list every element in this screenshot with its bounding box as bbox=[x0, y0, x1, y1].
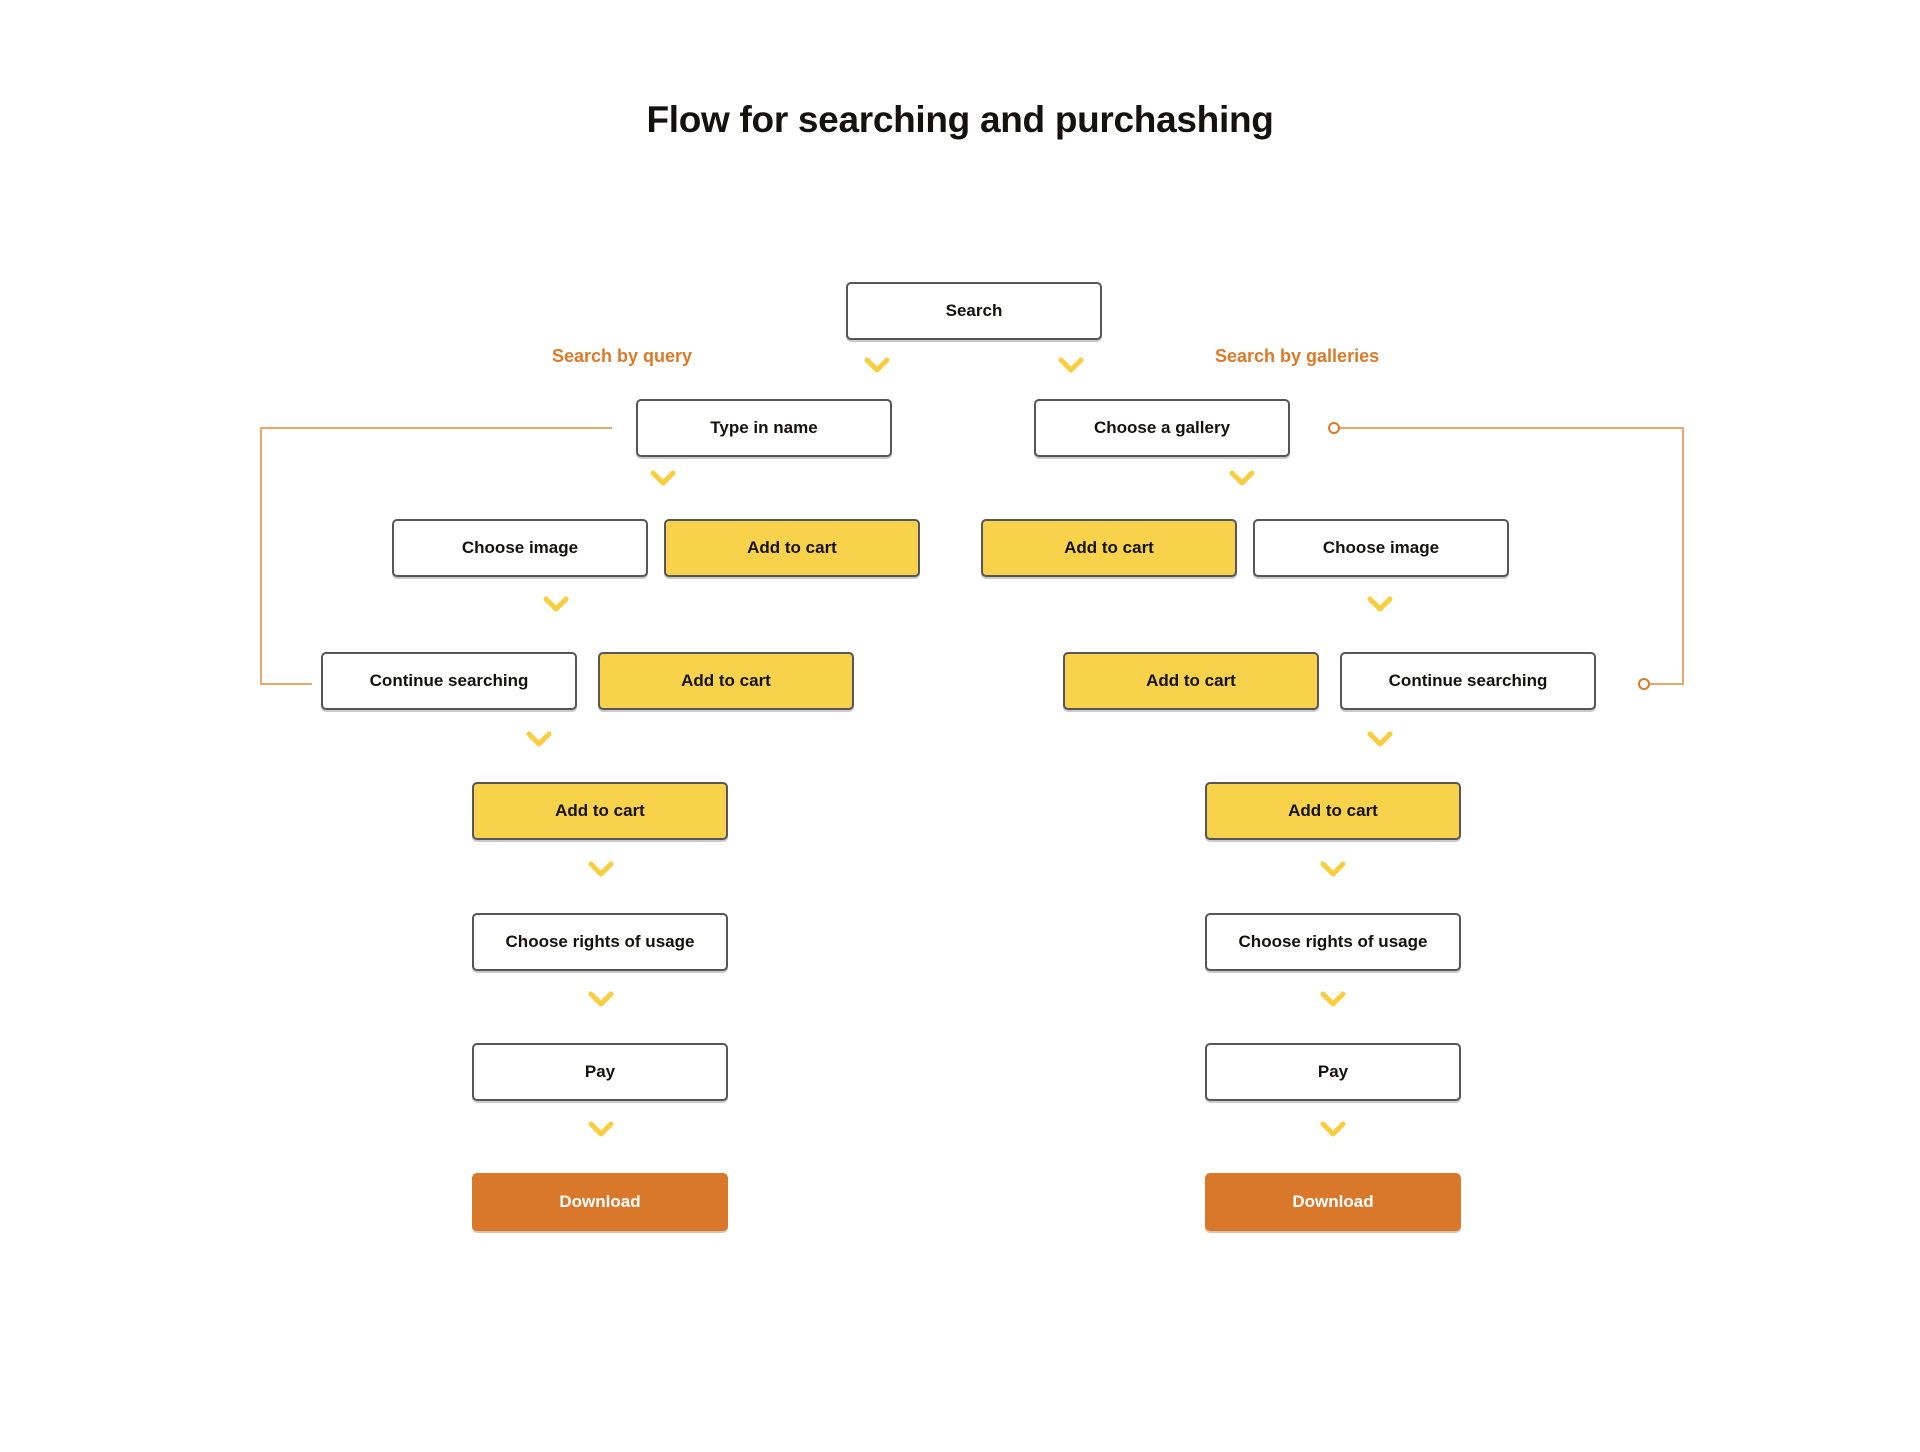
chevron-down-icon-right-6 bbox=[1320, 1120, 1346, 1138]
node-right-add-to-cart-3[interactable]: Add to cart bbox=[1205, 782, 1461, 840]
node-left-continue-searching[interactable]: Continue searching bbox=[321, 652, 577, 710]
node-right-add-to-cart-2[interactable]: Add to cart bbox=[1063, 652, 1319, 710]
chevron-down-icon-left-4 bbox=[588, 860, 614, 878]
node-right-choose-rights[interactable]: Choose rights of usage bbox=[1205, 913, 1461, 971]
node-right-add-to-cart-1[interactable]: Add to cart bbox=[981, 519, 1237, 577]
chevron-down-icon-right-3 bbox=[1367, 730, 1393, 748]
node-right-choose-gallery[interactable]: Choose a gallery bbox=[1034, 399, 1290, 457]
chevron-down-icon-left-2 bbox=[543, 595, 569, 613]
node-left-download[interactable]: Download bbox=[472, 1173, 728, 1231]
node-left-choose-image[interactable]: Choose image bbox=[392, 519, 648, 577]
chevron-down-icon-right-4 bbox=[1320, 860, 1346, 878]
chevron-down-icon-left-5 bbox=[588, 990, 614, 1008]
node-left-add-to-cart-3[interactable]: Add to cart bbox=[472, 782, 728, 840]
node-left-choose-rights[interactable]: Choose rights of usage bbox=[472, 913, 728, 971]
node-right-choose-image[interactable]: Choose image bbox=[1253, 519, 1509, 577]
chevron-down-icon-right-2 bbox=[1367, 595, 1393, 613]
chevron-down-icon-right-5 bbox=[1320, 990, 1346, 1008]
branch-label-left: Search by query bbox=[552, 346, 693, 366]
page-title: Flow for searching and purchashing bbox=[646, 99, 1274, 140]
chevron-down-icon-root-right bbox=[1058, 356, 1084, 374]
node-left-add-to-cart-1[interactable]: Add to cart bbox=[664, 519, 920, 577]
chevron-down-icon-left-6 bbox=[588, 1120, 614, 1138]
node-left-type-in-name[interactable]: Type in name bbox=[636, 399, 892, 457]
branch-label-right: Search by galleries bbox=[1215, 346, 1380, 366]
node-search[interactable]: Search bbox=[846, 282, 1102, 340]
node-left-add-to-cart-2[interactable]: Add to cart bbox=[598, 652, 854, 710]
chevron-down-icon-left-1 bbox=[650, 469, 676, 487]
chevron-down-icon-right-1 bbox=[1229, 469, 1255, 487]
chevron-down-icon-root-left bbox=[864, 356, 890, 374]
chevron-down-icon-left-3 bbox=[526, 730, 552, 748]
node-left-pay[interactable]: Pay bbox=[472, 1043, 728, 1101]
node-right-download[interactable]: Download bbox=[1205, 1173, 1461, 1231]
node-right-continue-searching[interactable]: Continue searching bbox=[1340, 652, 1596, 710]
node-right-pay[interactable]: Pay bbox=[1205, 1043, 1461, 1101]
